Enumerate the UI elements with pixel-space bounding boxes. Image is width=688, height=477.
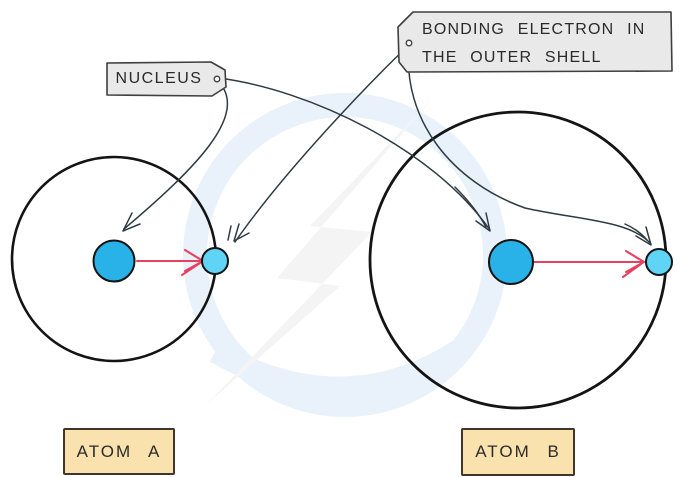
arrow-nucleus-to-atom-a <box>122 80 229 232</box>
atom-b-caption-label: ATOM B <box>475 442 561 461</box>
bonding-electron-tag-label: BONDING ELECTRON IN THE OUTER SHELL <box>422 16 666 72</box>
watermark-swoosh <box>209 338 469 399</box>
atom-b-group <box>368 110 673 410</box>
bonding-tag-shape <box>397 11 673 73</box>
watermark-bolt-icon <box>207 98 433 404</box>
bonding-electron-tag-line2: THE OUTER SHELL <box>422 49 602 66</box>
atom-a-nucleus <box>92 239 136 283</box>
arrow-bonding-to-atom-b-electron <box>407 44 652 246</box>
bonding-electron-tag-line1: BONDING ELECTRON IN <box>422 21 646 38</box>
atom-b-transfer-arrow <box>532 249 647 279</box>
atom-b-caption: ATOM B <box>461 428 575 476</box>
atom-b-bonding-electron <box>645 248 673 276</box>
atom-a-caption: ATOM A <box>63 428 175 475</box>
watermark-logo <box>183 93 507 417</box>
pointer-arrows <box>122 44 652 246</box>
atom-a-bonding-electron <box>201 247 229 275</box>
arrow-bonding-to-atom-a-electron <box>227 44 410 243</box>
atom-a-group <box>10 155 229 363</box>
atom-b-nucleus <box>488 239 534 285</box>
nucleus-tag-hole <box>213 75 221 83</box>
nucleus-tag-shape <box>106 61 227 97</box>
nucleus-tag-label: NUCLEUS <box>115 70 203 87</box>
bonding-tag-hole <box>405 39 413 47</box>
atom-a-caption-label: ATOM A <box>76 441 162 461</box>
arrow-nucleus-to-atom-b <box>218 77 491 232</box>
